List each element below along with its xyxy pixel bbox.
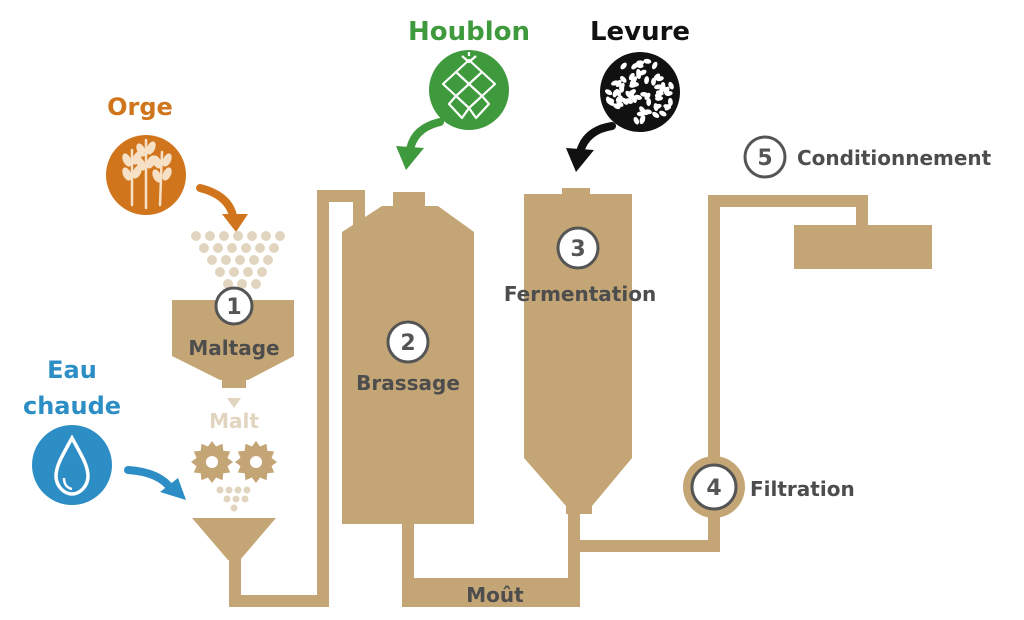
conditionnement-unit: 5 Conditionnement [743, 135, 992, 269]
malt-down-arrow-icon [227, 398, 241, 408]
eau-chaude-input: Eau chaude [23, 356, 186, 505]
eau-arrow-icon [124, 466, 176, 494]
malt-marker: Malt [209, 398, 259, 433]
step-2-label: Brassage [356, 371, 460, 395]
step-5-badge: 5 [743, 135, 787, 179]
levure-input: Levure [566, 17, 690, 172]
wheat-icon [106, 135, 186, 215]
step-5-label: Conditionnement [797, 146, 992, 170]
step-4-number: 4 [706, 476, 721, 501]
eau-arrowhead-icon [160, 478, 186, 500]
grain-dots [191, 231, 285, 289]
yeast-icon [600, 52, 680, 132]
houblon-label: Houblon [408, 17, 530, 47]
levure-arrow-icon [576, 122, 616, 156]
filtration-unit: 4 Filtration [683, 456, 855, 518]
orge-arrowhead-icon [222, 214, 248, 232]
malt-dots [216, 486, 251, 512]
step-1-number: 1 [226, 295, 241, 320]
step-2-badge: 2 [386, 320, 430, 364]
eau-label-line1: Eau [47, 356, 97, 384]
step-5-number: 5 [757, 146, 772, 171]
malt-label: Malt [209, 409, 259, 433]
houblon-arrowhead-icon [396, 146, 424, 170]
step-1-badge: 1 [214, 286, 254, 326]
eau-label-line2: chaude [23, 392, 121, 420]
levure-arrowhead-icon [566, 148, 594, 172]
pipes [229, 190, 868, 607]
step-3-badge: 3 [556, 226, 600, 270]
orge-label: Orge [107, 93, 173, 121]
houblon-input: Houblon [396, 17, 530, 170]
funnel [192, 518, 276, 560]
brassage-tank: 2 Brassage [342, 192, 474, 524]
orge-input: Orge [106, 93, 248, 232]
water-drop-icon [32, 425, 112, 505]
mill-gears-icon [191, 441, 277, 483]
fermentation-tank: 3 Fermentation [504, 188, 656, 514]
levure-label: Levure [590, 17, 690, 47]
step-2-number: 2 [400, 331, 415, 356]
step-4-label: Filtration [750, 477, 855, 501]
houblon-arrow-icon [406, 118, 444, 154]
step-1-label: Maltage [188, 336, 279, 360]
hop-cone-icon [429, 50, 509, 130]
step-3-number: 3 [570, 237, 585, 262]
step-3-label: Fermentation [504, 282, 656, 306]
maltage-hopper: 1 Maltage [172, 286, 294, 388]
mout-label: Moût [466, 583, 524, 607]
